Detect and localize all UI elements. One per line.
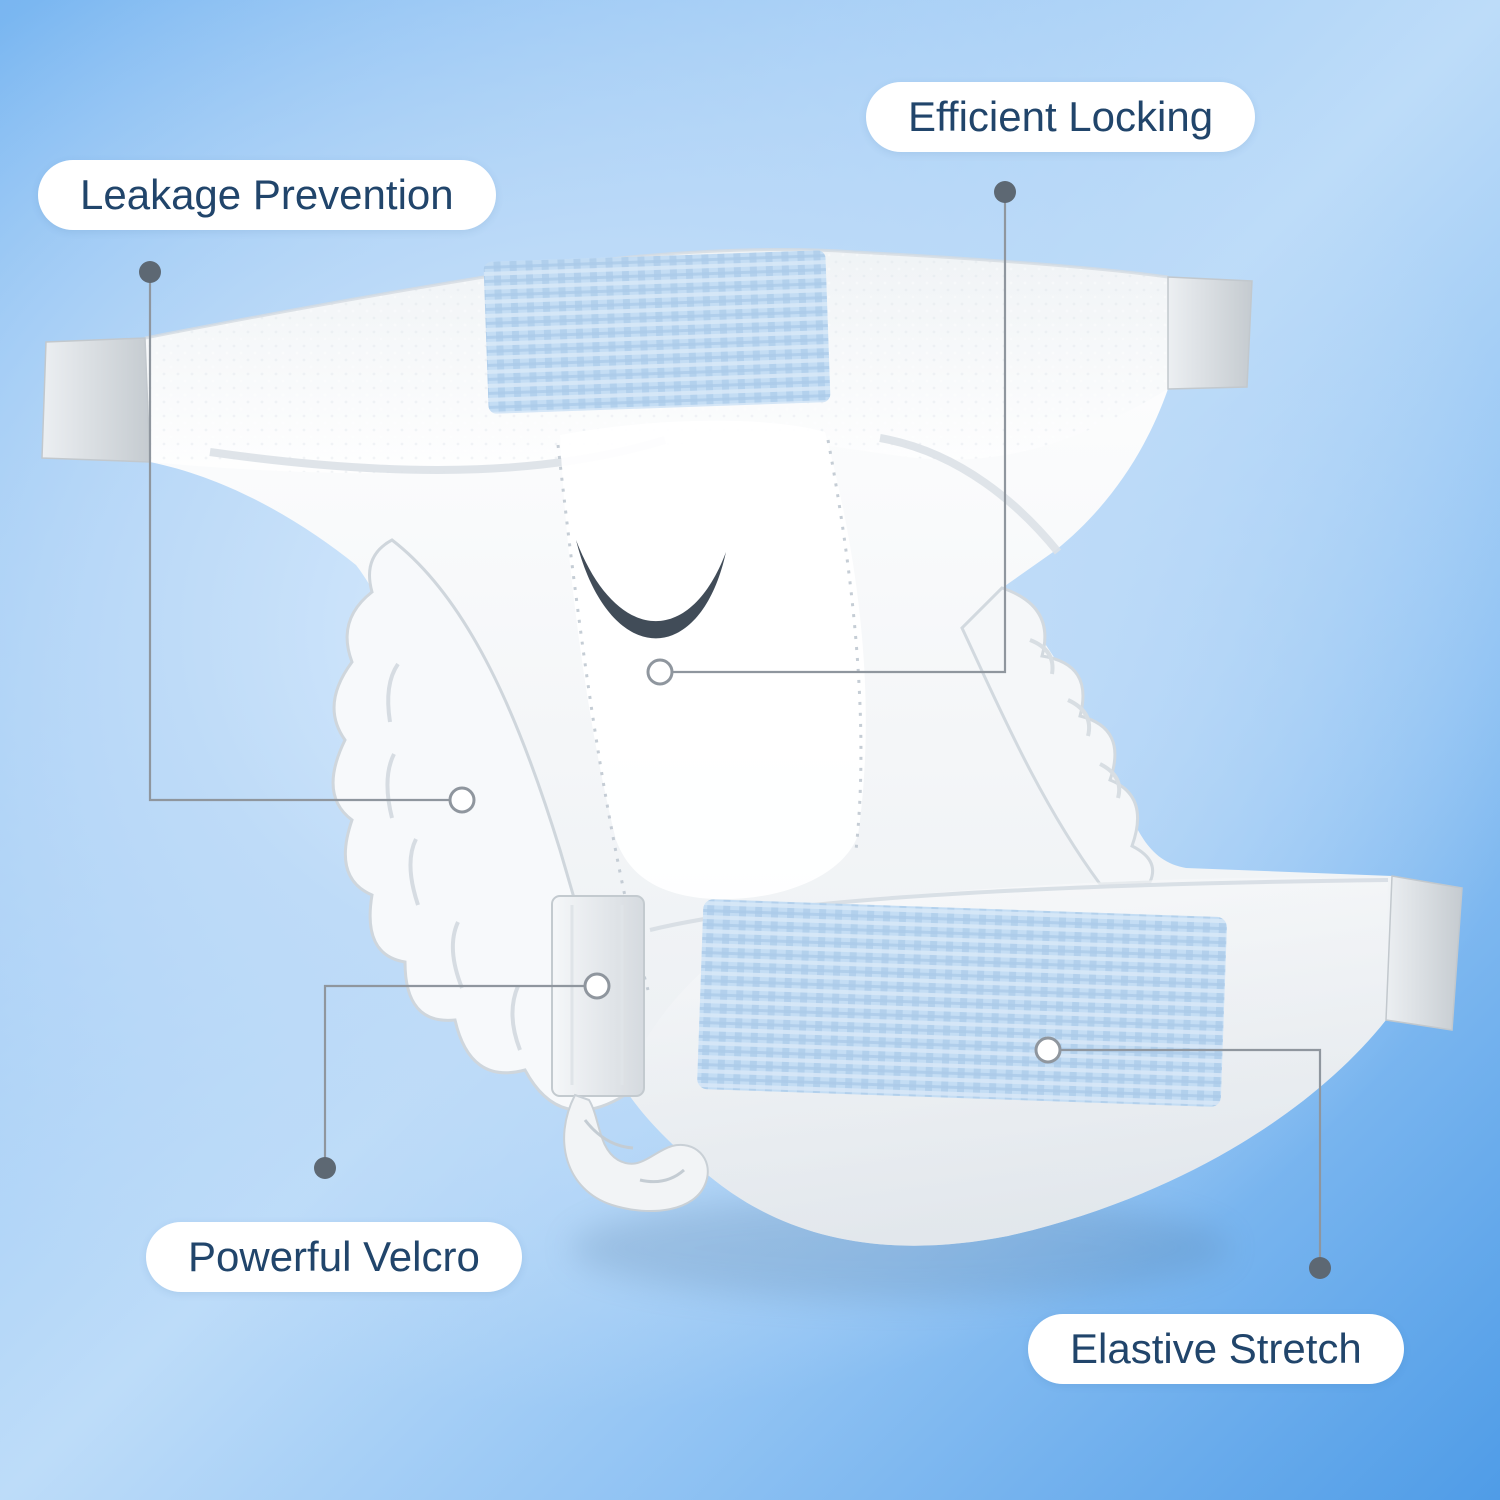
callout-label-efficient-locking: Efficient Locking — [866, 82, 1256, 153]
leg-ruffles-right — [960, 586, 1155, 886]
front-tape-right — [1385, 875, 1463, 1031]
velcro-crumple — [563, 1093, 709, 1212]
callout-label-leakage-prevention: Leakage Prevention — [38, 160, 496, 231]
stitch-line-right — [826, 439, 863, 851]
callout-label-powerful-velcro: Powerful Velcro — [146, 1222, 522, 1293]
waist-tape-right — [1167, 276, 1253, 390]
top-stretch-panel — [483, 250, 831, 414]
callout-label-elastive-stretch: Elastive Stretch — [1028, 1314, 1404, 1385]
front-stretch-panel — [697, 899, 1227, 1107]
waist-tape-left — [41, 337, 151, 463]
